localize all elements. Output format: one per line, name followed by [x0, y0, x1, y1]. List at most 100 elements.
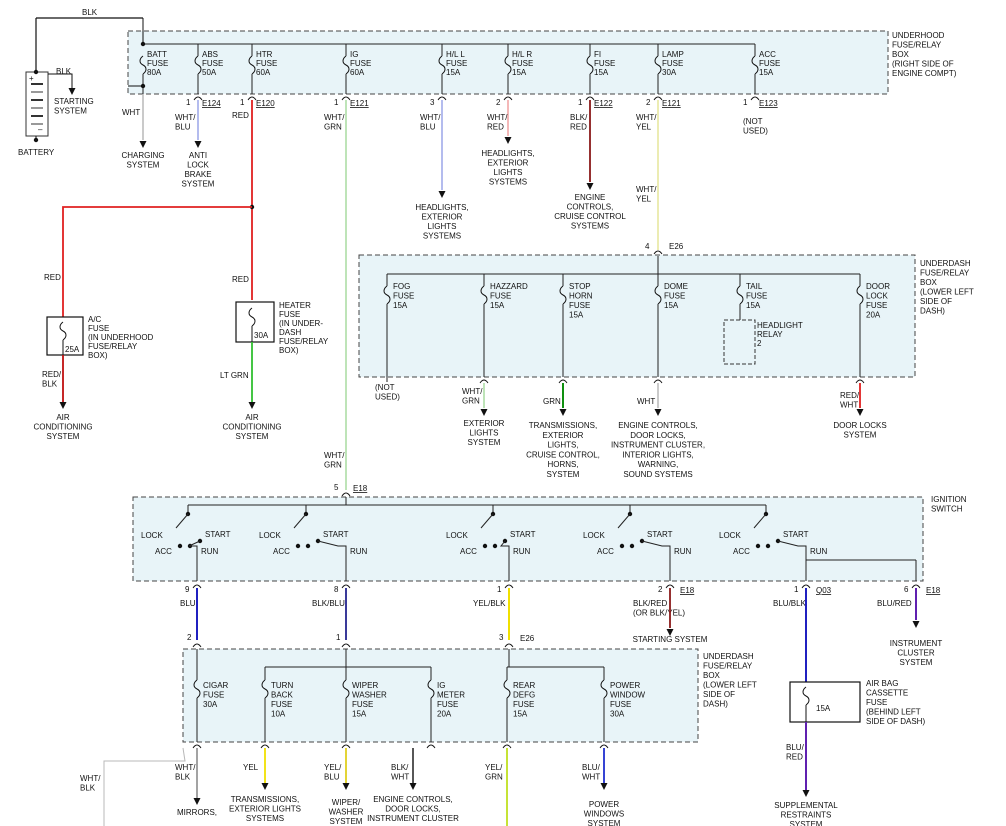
label-line: FUSE [437, 700, 458, 709]
wire-color-label: RED [232, 275, 249, 284]
switch-arm [617, 513, 631, 529]
switch-contact [619, 543, 625, 549]
fuse-symbol [600, 679, 608, 699]
label-line: – [38, 125, 43, 134]
label-line: IGNITION [931, 495, 967, 504]
label-line: ABS [202, 50, 218, 59]
wire-color-label: LT GRN [220, 371, 249, 380]
label-line: 30A [610, 710, 625, 719]
label-line: 1 [334, 98, 339, 107]
label-line: BLU/ [786, 743, 805, 752]
label-line: DASH [279, 328, 301, 337]
connector-pin: 9 [185, 585, 190, 594]
switch-contact [629, 543, 635, 549]
switch-start-label: START [647, 530, 673, 539]
label-line: 30A [254, 331, 269, 340]
label-line: STARTING SYSTEM [633, 635, 708, 644]
connector-ref: E18 [926, 586, 941, 595]
connector-ref: E26 [520, 634, 535, 643]
label-line: CRUISE CONTROL, [526, 450, 600, 459]
label-line: FUSE [446, 59, 467, 68]
wire-color-label: BLK/BLU [312, 599, 345, 608]
label-line: WINDOW [610, 691, 646, 700]
label-line: CONDITIONING [222, 423, 281, 432]
connector-pin: 1 [497, 585, 502, 594]
label-line: METER [437, 691, 465, 700]
label-line: 9 [185, 585, 190, 594]
label-line: HORNS, [547, 460, 578, 469]
label-line: 1 [336, 633, 341, 642]
label-line: E124 [202, 99, 221, 108]
label-line: BLK [42, 380, 58, 389]
label-line: CIGAR [203, 681, 229, 690]
label-line: SYSTEM [844, 431, 877, 440]
label-line: E120 [256, 99, 275, 108]
label-line: HEADLIGHTS, [415, 203, 468, 212]
label-line: E26 [669, 242, 684, 251]
switch-start-label: START [205, 530, 231, 539]
airbag-fuse-symbol [802, 686, 810, 706]
connector-symbol [260, 744, 270, 749]
label-line: FUSE [271, 700, 292, 709]
ac-arrow [59, 402, 67, 409]
connector-pin: 2 [646, 98, 651, 107]
label-line: FUSE [569, 301, 590, 310]
connector-ref: E18 [353, 484, 368, 493]
switch-run-path [777, 540, 807, 581]
connector-symbol [193, 96, 203, 101]
label-line: FUSE [513, 700, 534, 709]
label-line: BOX [892, 50, 910, 59]
label-line: INSTRUMENT CLUSTER [367, 814, 459, 823]
label-line: LOCK [719, 531, 741, 540]
switch-contact [492, 543, 498, 549]
label-line: ANTI [189, 151, 207, 160]
label-line: DOOR [866, 282, 890, 291]
label-line: ACC [597, 547, 614, 556]
starting-arrow [68, 88, 76, 95]
label-line: (RIGHT SIDE OF [892, 60, 954, 69]
connector-symbol [426, 744, 436, 749]
switch-lock-label: LOCK [259, 531, 281, 540]
label-line: (NOT [743, 117, 763, 126]
label-line: BLK [56, 67, 72, 76]
label-line: RUN [674, 547, 692, 556]
label-line: 20A [866, 311, 881, 320]
switch-contact [305, 543, 311, 549]
dome-arrow [654, 409, 662, 416]
connector-pin: 1 [743, 98, 748, 107]
label-line: BATTERY [18, 148, 55, 157]
label-line: SIDE OF [920, 297, 952, 306]
label-line: LAMP [662, 50, 684, 59]
label-line: 15A [393, 301, 408, 310]
label-line: 1 [497, 585, 502, 594]
connector-symbol [192, 584, 202, 589]
output-system-label: MIRRORS, [177, 808, 217, 817]
label-line: START [205, 530, 231, 539]
hll-arrow [438, 191, 446, 198]
label-line: 1 [240, 98, 245, 107]
fuse-symbol [342, 55, 350, 75]
label-line: WHT [637, 397, 655, 406]
label-line: SYSTEM [588, 819, 621, 826]
connector-symbol [665, 584, 675, 589]
label-line: RED/ [840, 391, 860, 400]
fuse-symbol [654, 285, 662, 305]
label-line: WHT [122, 108, 140, 117]
switch-arm [293, 513, 307, 529]
fuse-symbol [139, 55, 147, 75]
wire-color-label: BLU/RED [877, 599, 912, 608]
label-line: EXTERIOR [422, 213, 463, 222]
wire-color-label: WHT [637, 397, 655, 406]
label-line: WHT/ [324, 451, 345, 460]
label-line: BLU [175, 123, 191, 132]
wire-color-label: WHT/GRN [462, 387, 483, 406]
label-line: WASHER [352, 691, 387, 700]
label-line: BOX) [279, 346, 299, 355]
switch-acc-label: ACC [460, 547, 477, 556]
